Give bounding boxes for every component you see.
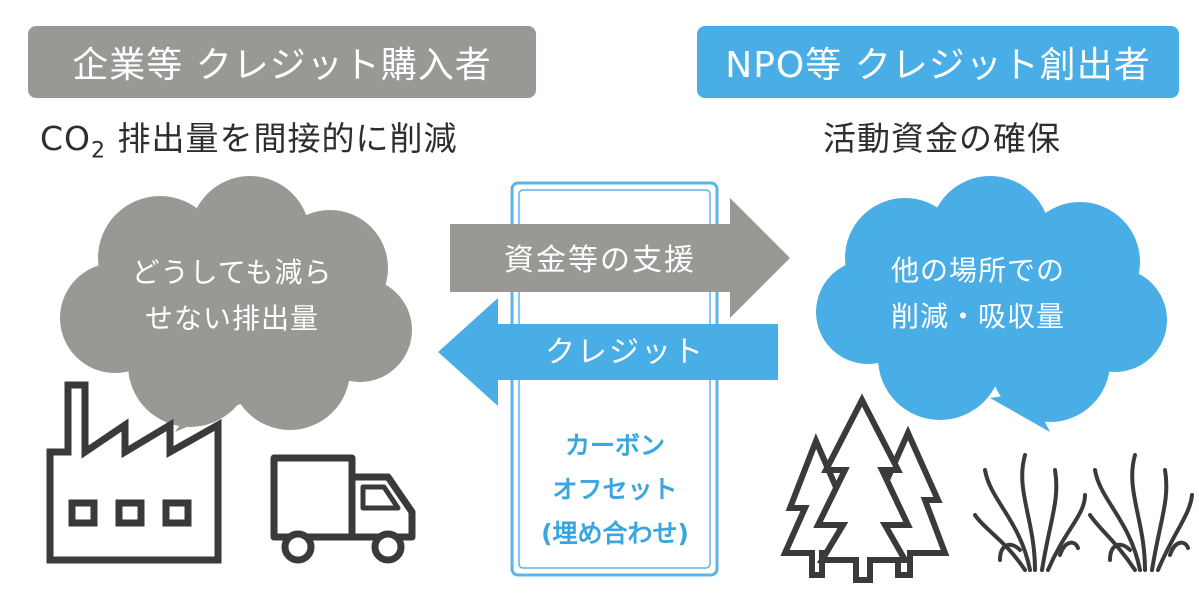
buyer-cloud-line2: せない排出量 [144, 302, 319, 335]
carbon-offset-line1: カーボン [564, 431, 665, 460]
creator-cloud-line2: 削減・吸収量 [890, 300, 1065, 333]
creator-title: NPO等 クレジット創出者 [697, 26, 1179, 98]
left-speech-cloud [60, 176, 412, 432]
creator-cloud-line1: 他の場所での [890, 254, 1065, 287]
buyer-subtitle-co: CO [40, 119, 92, 158]
buyer-subtitle: CO2 排出量を間接的に削減 [40, 112, 458, 164]
truck-icon [270, 454, 416, 564]
support-arrow-label: 資金等の支援 [504, 243, 696, 278]
tree-icon [780, 393, 950, 583]
credit-arrow [438, 298, 778, 406]
support-arrow [450, 198, 790, 318]
creator-subtitle: 活動資金の確保 [823, 119, 1061, 158]
credit-arrow-label: クレジット [545, 335, 705, 370]
carbon-offset-line2: オフセット [552, 475, 678, 504]
buyer-title: 企業等 クレジット購入者 [28, 26, 536, 98]
seaweed-icon [973, 453, 1194, 572]
right-speech-cloud [816, 176, 1167, 432]
creator-cloud-text: 他の場所での 削減・吸収量 [833, 248, 1123, 340]
buyer-subtitle-subscript: 2 [91, 138, 107, 164]
carbon-offset-line3: (埋め合わせ) [541, 519, 689, 548]
buyer-cloud-text: どうしても減ら せない排出量 [82, 250, 382, 342]
factory-icon [46, 381, 222, 564]
buyer-subtitle-rest: 排出量を間接的に削減 [106, 119, 458, 158]
carbon-offset-text: カーボン オフセット (埋め合わせ) [520, 424, 710, 556]
buyer-cloud-line1: どうしても減ら [131, 256, 333, 289]
